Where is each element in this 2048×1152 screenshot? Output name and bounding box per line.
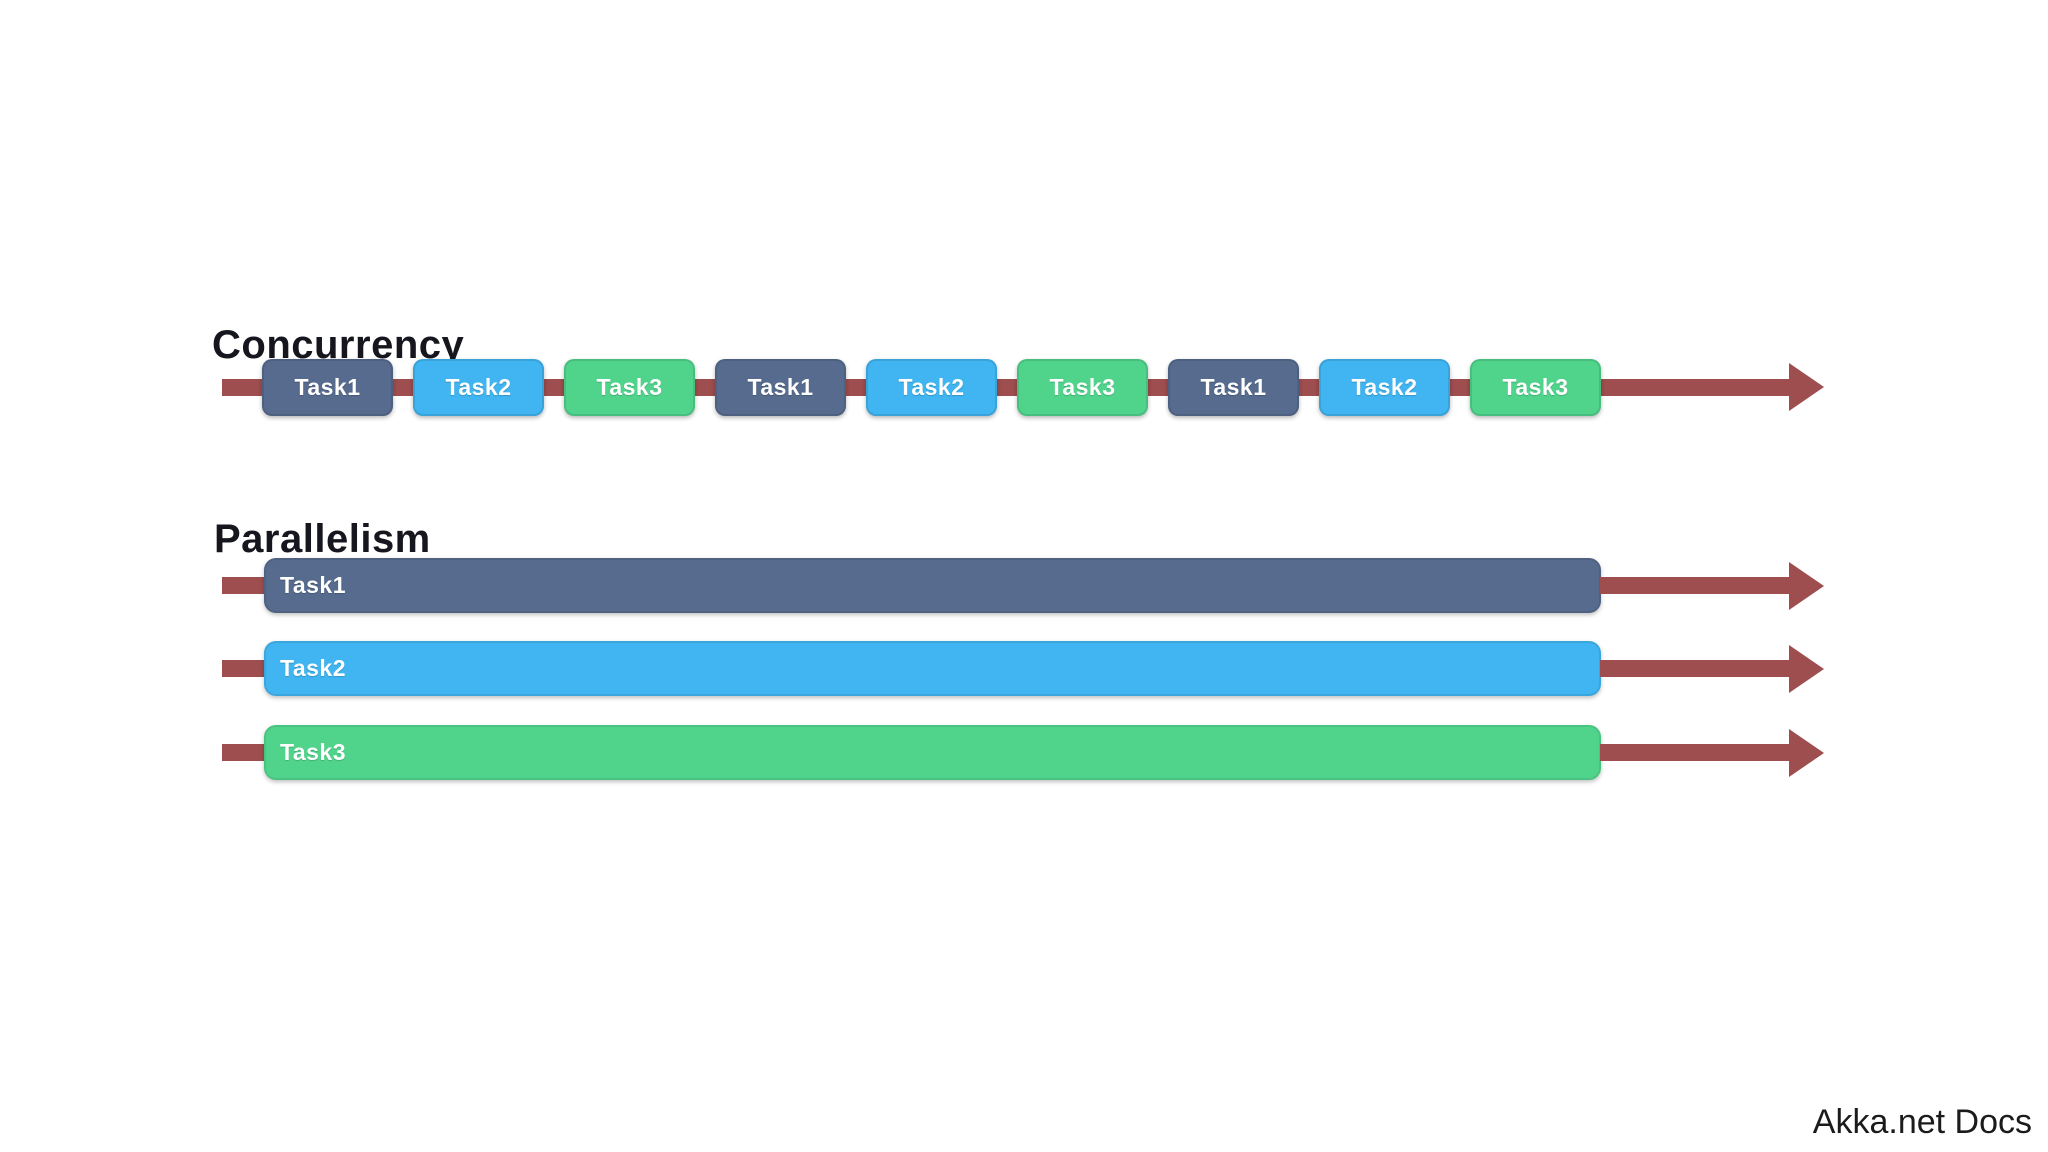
concurrency-task-block-task2: Task2 bbox=[1319, 359, 1450, 416]
concurrency-task-block-task1: Task1 bbox=[262, 359, 393, 416]
lane-start-line bbox=[222, 660, 268, 677]
lane-task-label: Task3 bbox=[280, 739, 347, 765]
concurrency-task-block-task3: Task3 bbox=[564, 359, 695, 416]
concurrency-task-block-task3: Task3 bbox=[1470, 359, 1601, 416]
parallel-lane-task1: Task1 bbox=[0, 558, 2048, 613]
parallel-lane-task3: Task3 bbox=[0, 725, 2048, 780]
lane-arrow-line bbox=[1600, 660, 1790, 677]
parallelism-heading: Parallelism bbox=[214, 517, 431, 562]
concurrency-task-block-task1: Task1 bbox=[715, 359, 846, 416]
lane-arrow-line bbox=[1600, 577, 1790, 594]
parallel-lane-task2: Task2 bbox=[0, 641, 2048, 696]
concurrency-task-block-task1: Task1 bbox=[1168, 359, 1299, 416]
lane-arrow-line bbox=[1600, 744, 1790, 761]
concurrency-task-sequence: Task1 Task2 Task3 Task1 Task2 Task3 Task1 Task2… bbox=[262, 359, 1601, 416]
lane-task-label: Task1 bbox=[280, 572, 347, 598]
concurrency-task-block-task2: Task2 bbox=[413, 359, 544, 416]
lane-start-line bbox=[222, 577, 268, 594]
concurrency-task-block-task2: Task2 bbox=[866, 359, 997, 416]
lane-task-bar: Task2 bbox=[264, 641, 1601, 696]
concurrency-task-block-task3: Task3 bbox=[1017, 359, 1148, 416]
lane-task-bar: Task1 bbox=[264, 558, 1601, 613]
lane-start-line bbox=[222, 744, 268, 761]
concurrency-arrowhead-icon bbox=[1789, 363, 1824, 411]
lane-arrowhead-icon bbox=[1789, 728, 1824, 777]
lane-arrowhead-icon bbox=[1789, 644, 1824, 693]
lane-arrowhead-icon bbox=[1789, 561, 1824, 610]
lane-task-label: Task2 bbox=[280, 655, 347, 681]
lane-task-bar: Task3 bbox=[264, 725, 1601, 780]
attribution-text: Akka.net Docs bbox=[1812, 1103, 2032, 1141]
